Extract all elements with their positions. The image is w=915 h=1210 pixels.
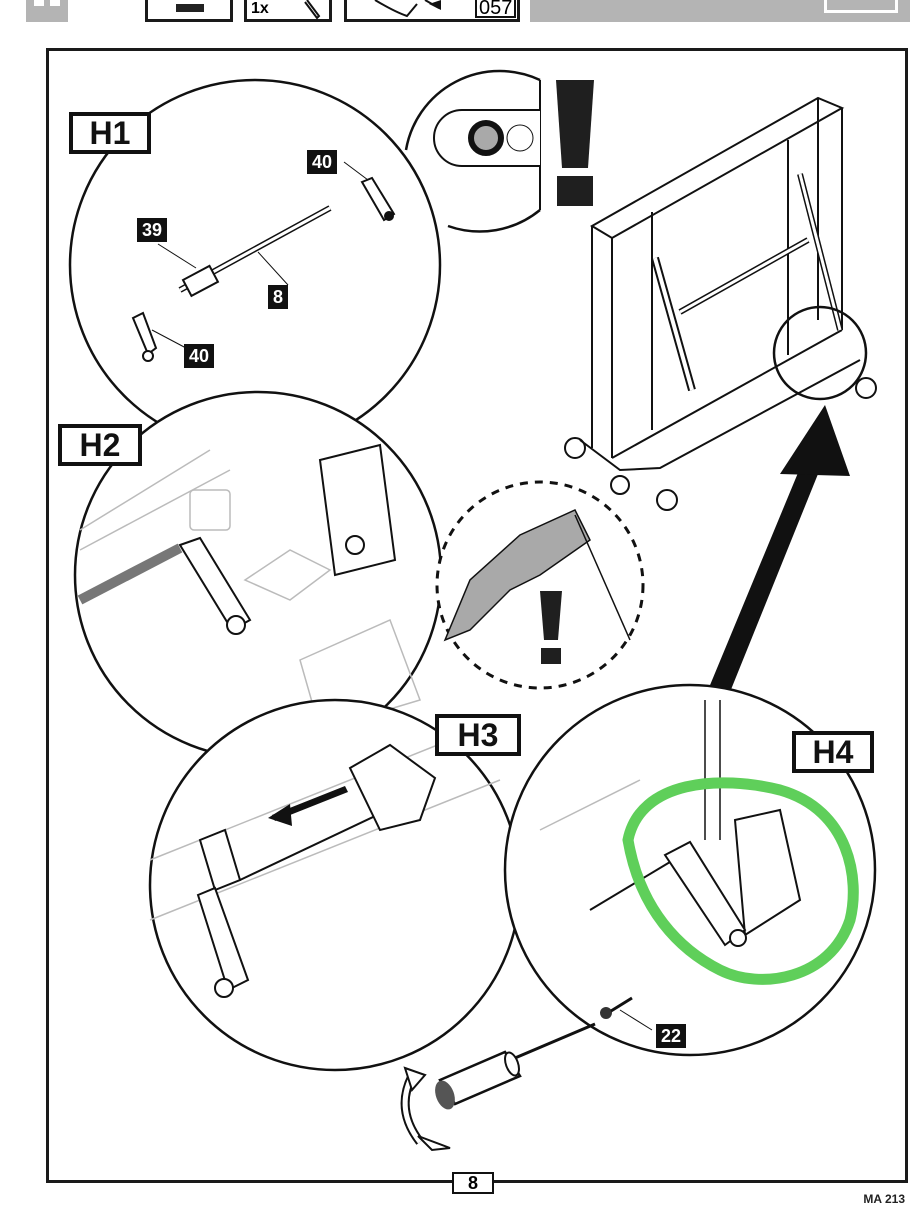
part-count: 057 (475, 0, 517, 18)
part-tag-40-top: 40 (307, 150, 338, 174)
part-tag-40-bottom: 40 (184, 344, 215, 368)
document-reference: MA 213 (863, 1192, 905, 1206)
step-label-h1: H1 (69, 112, 151, 154)
screwdriver-tool (435, 1022, 596, 1110)
step-label-h4: H4 (792, 731, 874, 773)
part-tag-22: 22 (656, 1024, 687, 1048)
h3-illustration (149, 719, 501, 998)
tool-icon (176, 4, 204, 12)
h2-lever (77, 443, 397, 635)
step-label-h2: H2 (58, 424, 142, 466)
screw-part (600, 996, 653, 1031)
h1-shaft-part (178, 205, 332, 298)
rotate-arrow-icon (400, 1066, 451, 1152)
part-tag-39: 39 (137, 218, 168, 242)
header-parts-count-box: 057 (344, 0, 520, 22)
folded-table (564, 96, 877, 511)
direction-arrow-up (708, 405, 850, 692)
h4-illustration (539, 700, 802, 947)
h1-lever-bottom (131, 311, 158, 362)
h1-lever-top (360, 176, 396, 222)
h3-slide-arrow (268, 786, 348, 826)
leaf-hand-icon (374, 0, 441, 18)
header-strip: 1x 057 (0, 0, 915, 24)
warning-detail-middle (435, 480, 645, 690)
screwdriver-icon (304, 0, 321, 20)
warning-detail-top (404, 69, 594, 233)
header-quantity-box: 1x (244, 0, 332, 22)
header-step-tab (26, 0, 68, 22)
step-label-h3: H3 (435, 714, 521, 756)
highlight-circle (622, 777, 859, 985)
page-number: 8 (452, 1172, 494, 1194)
part-tag-8: 8 (268, 285, 288, 309)
quantity-label: 1x (251, 0, 269, 17)
header-tool-box (145, 0, 233, 22)
header-title-band (530, 0, 910, 22)
